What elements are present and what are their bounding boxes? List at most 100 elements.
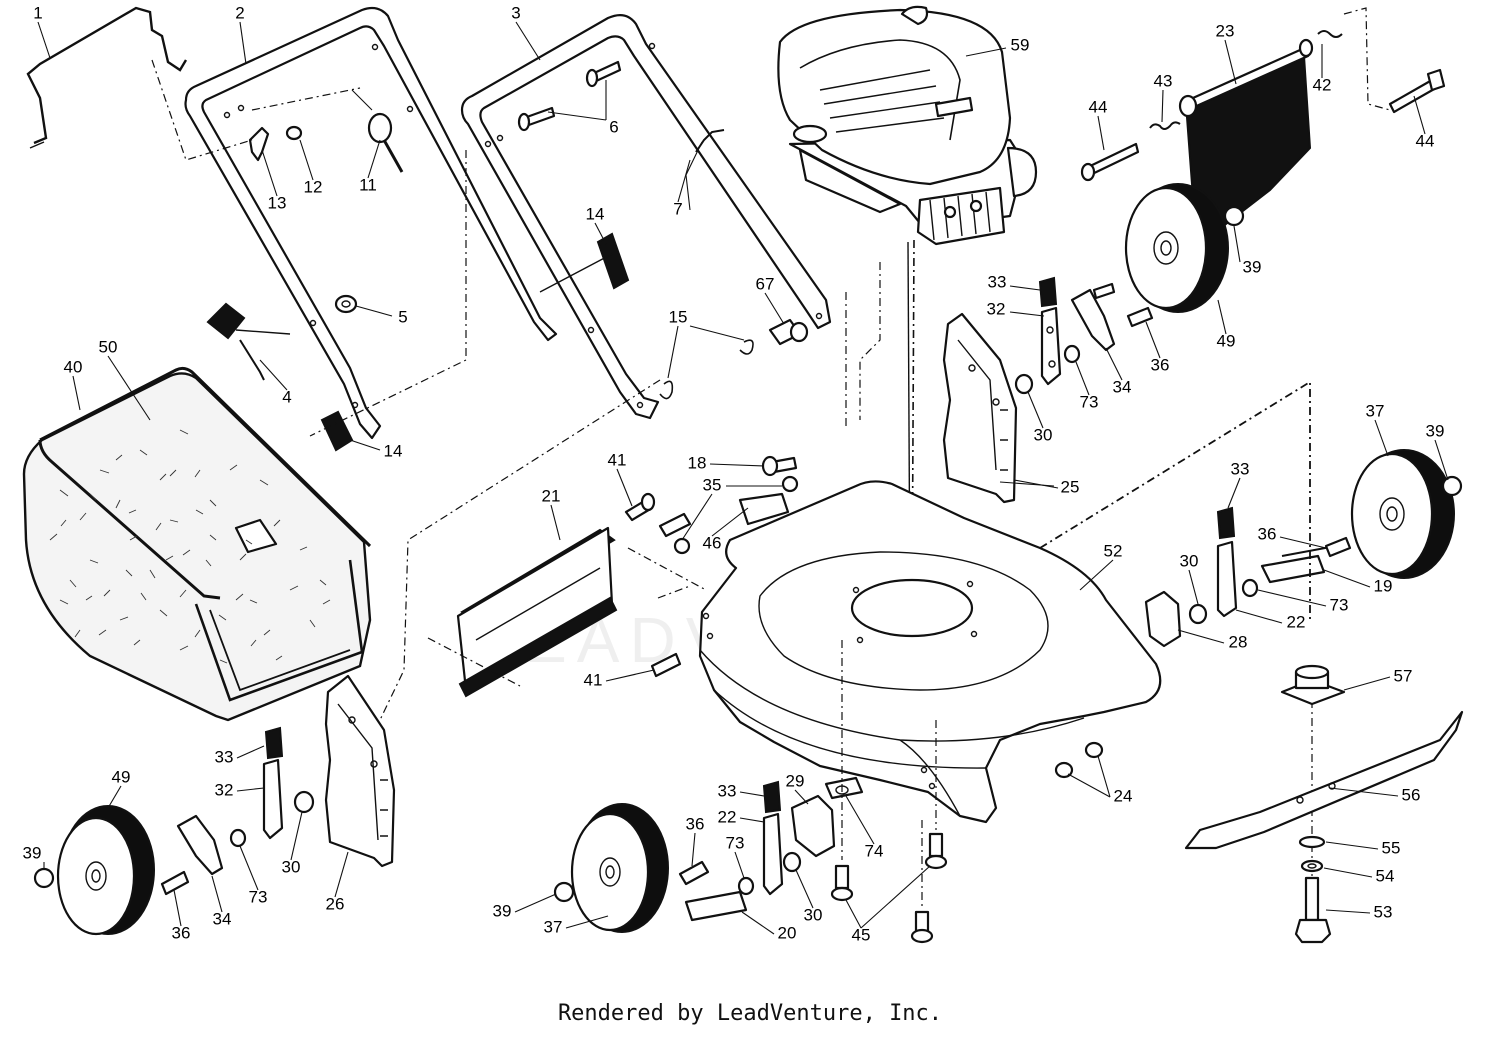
clip-33-front-left xyxy=(762,780,782,814)
callout-4: 4 xyxy=(282,387,291,406)
callout-26: 26 xyxy=(326,894,345,913)
axle-bracket-22-front-right xyxy=(1216,540,1238,618)
bracket-29 xyxy=(790,794,836,858)
wheel-rear-right xyxy=(1124,183,1229,313)
bushing-74 xyxy=(824,776,864,800)
cable-clip xyxy=(768,318,809,346)
callout-50: 50 xyxy=(99,337,118,356)
assembly-lines-deck-bolts xyxy=(841,640,937,910)
washer-73-front-left xyxy=(737,876,755,896)
wheel-front-left xyxy=(570,803,669,933)
cable-guide xyxy=(351,89,404,173)
wheel-nut-front-right xyxy=(1441,475,1463,497)
clip-33-rear-right xyxy=(1038,276,1058,308)
bolt-18 xyxy=(761,455,798,477)
callout-73: 73 xyxy=(1330,595,1349,614)
deck-bolt-45b xyxy=(924,832,948,870)
callout-20: 20 xyxy=(778,923,797,942)
callout-54: 54 xyxy=(1376,866,1395,885)
callout-40: 40 xyxy=(64,357,83,376)
assembly-lines-rear xyxy=(1039,380,1311,620)
axle-bracket-22-front-left xyxy=(762,812,784,896)
control-lever xyxy=(248,126,270,162)
nut-35b xyxy=(673,537,691,555)
callout-39: 39 xyxy=(23,843,42,862)
deflector-spring-left xyxy=(1149,121,1181,130)
callout-30: 30 xyxy=(282,857,301,876)
callout-57: 57 xyxy=(1394,666,1413,685)
callout-18: 18 xyxy=(688,453,707,472)
assembly-lines-deflector xyxy=(1343,7,1391,111)
plate-46 xyxy=(738,492,790,526)
callout-36: 36 xyxy=(1151,355,1170,374)
blade-washer-55 xyxy=(1298,835,1326,849)
deck-nut-24a xyxy=(1054,761,1074,779)
handle-knob-upper xyxy=(539,232,630,293)
wheel-front-right xyxy=(1350,449,1455,579)
rear-door-bolt-41-lower xyxy=(650,652,682,678)
deck-bolt-45a xyxy=(830,864,854,902)
bolt-36-rear-left xyxy=(160,870,190,896)
callout-21: 21 xyxy=(542,486,561,505)
callout-6: 6 xyxy=(609,117,618,136)
axle-plate-34-rear-right xyxy=(1070,282,1116,352)
spacer-30-front-left xyxy=(782,851,802,873)
callout-44: 44 xyxy=(1416,131,1435,150)
rear-door xyxy=(456,526,618,698)
wheel-nut-rear-right xyxy=(1223,205,1245,227)
nut-35 xyxy=(781,475,799,493)
deck-nut-24b xyxy=(1084,741,1104,759)
callout-36: 36 xyxy=(1258,524,1277,543)
callout-22: 22 xyxy=(1287,612,1306,631)
handle-screw xyxy=(285,125,303,141)
callout-29: 29 xyxy=(786,771,805,790)
callout-36: 36 xyxy=(686,814,705,833)
callout-33: 33 xyxy=(1231,459,1250,478)
height-adjuster-rear-left xyxy=(324,674,396,868)
callout-45: 45 xyxy=(852,925,871,944)
callout-33: 33 xyxy=(718,781,737,800)
callout-7: 7 xyxy=(673,199,682,218)
callout-56: 56 xyxy=(1402,785,1421,804)
callout-73: 73 xyxy=(1080,392,1099,411)
engine xyxy=(777,5,1038,246)
callout-49: 49 xyxy=(1217,331,1236,350)
spacer-30-rear-left xyxy=(293,790,315,814)
callout-24: 24 xyxy=(1114,786,1133,805)
callout-2: 2 xyxy=(235,3,244,22)
callout-37: 37 xyxy=(1366,401,1385,420)
callout-55: 55 xyxy=(1382,838,1401,857)
callout-13: 13 xyxy=(268,193,287,212)
callout-41: 41 xyxy=(608,450,627,469)
callout-30: 30 xyxy=(804,905,823,924)
handle-bolt-lower xyxy=(517,106,556,132)
leader-lines xyxy=(37,21,1449,935)
wheel-rear-left xyxy=(56,805,155,936)
blade-adapter xyxy=(1280,664,1346,706)
deflector-rod-right xyxy=(1388,68,1446,114)
spacer-30-front-right xyxy=(1188,603,1208,625)
grass-bag-texture xyxy=(49,429,331,664)
mower-deck xyxy=(698,480,1162,824)
upper-handle xyxy=(184,6,558,440)
assembly-lines-rear-door xyxy=(427,547,707,687)
callout-52: 52 xyxy=(1104,541,1123,560)
spacer-30-rear-right xyxy=(1014,373,1034,395)
callout-42: 42 xyxy=(1313,75,1332,94)
deflector-spring-right xyxy=(1317,30,1343,38)
washer-73-rear-left xyxy=(229,828,247,848)
callout-22: 22 xyxy=(718,807,737,826)
callout-33: 33 xyxy=(988,272,1007,291)
blade-washer-54 xyxy=(1300,859,1324,873)
callout-1: 1 xyxy=(33,3,42,22)
callout-32: 32 xyxy=(987,299,1006,318)
bracket-28 xyxy=(1144,590,1182,648)
callout-19: 19 xyxy=(1374,576,1393,595)
handle-knob-lower xyxy=(320,410,354,452)
callout-73: 73 xyxy=(249,887,268,906)
callout-32: 32 xyxy=(215,780,234,799)
callout-12: 12 xyxy=(304,177,323,196)
callout-14: 14 xyxy=(586,204,605,223)
